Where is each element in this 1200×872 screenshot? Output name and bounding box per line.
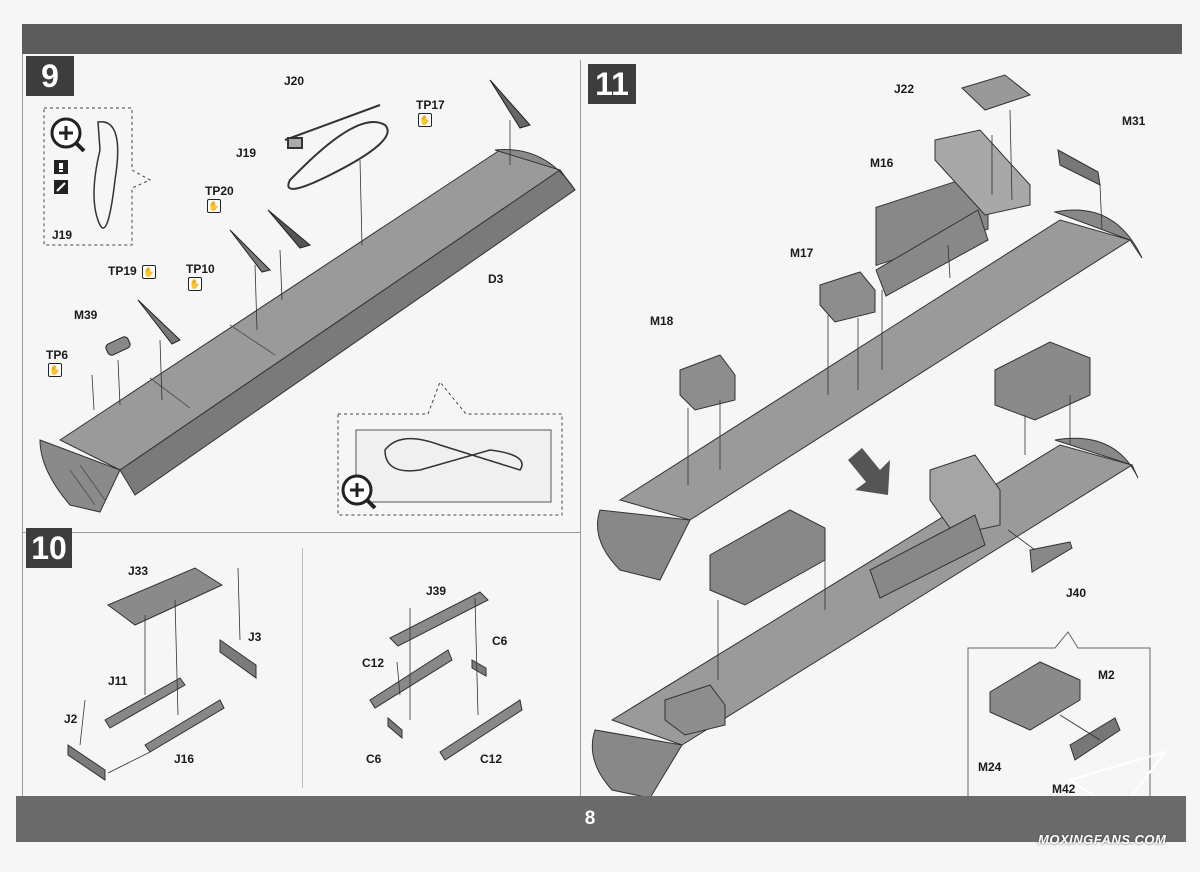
j19-zoom-bubble	[43, 107, 152, 246]
panel-divider-vertical	[580, 60, 581, 796]
label-tp6: TP6✋	[46, 348, 68, 377]
label-m2: M2	[1098, 668, 1115, 682]
panel-divider-horizontal	[22, 532, 580, 533]
glue-tube-icon	[54, 180, 68, 194]
label-m18: M18	[650, 314, 674, 328]
hand-icon: ✋	[48, 362, 62, 377]
label-tp20-text: TP20	[205, 184, 234, 198]
label-m24: M24	[978, 760, 1002, 774]
panel-border-left	[22, 54, 23, 796]
magnifier-plus-icon	[341, 474, 377, 510]
label-tp19-text: TP19	[108, 264, 137, 278]
label-j11: J11	[108, 674, 128, 688]
label-tp17: TP17✋	[416, 98, 445, 127]
hand-icon: ✋	[418, 112, 432, 127]
step10-right-assembly	[369, 591, 523, 761]
label-m39: M39	[74, 308, 98, 322]
step-number-11: 11	[588, 64, 636, 104]
top-header-bar	[22, 24, 1182, 54]
tp19-part	[137, 299, 181, 345]
panel-divider-step10	[302, 548, 303, 788]
tp10-part	[229, 229, 271, 273]
label-m17: M17	[790, 246, 814, 260]
label-j19-zoom: J19	[52, 228, 73, 242]
label-j40: J40	[1066, 586, 1087, 600]
hand-icon: ✋	[207, 198, 221, 213]
label-j22: J22	[894, 82, 915, 96]
label-c6-bottom: C6	[366, 752, 382, 766]
label-c12-left: C12	[362, 656, 385, 670]
label-j33: J33	[128, 564, 149, 578]
label-c6-top: C6	[492, 634, 508, 648]
page-number: 8	[584, 808, 596, 829]
hand-icon: ✋	[188, 276, 202, 291]
step9-base-plate	[39, 149, 576, 513]
label-j20: J20	[284, 74, 305, 88]
step-number-9: 9	[26, 56, 74, 96]
label-tp10: TP10✋	[186, 262, 215, 291]
label-tp20: TP20✋	[205, 184, 234, 213]
tp20-part	[267, 209, 312, 249]
label-m16: M16	[870, 156, 894, 170]
j19-j20-part	[284, 104, 389, 190]
step-number-10: 10	[26, 528, 72, 568]
tp17-part	[489, 79, 531, 129]
bottom-footer-bar	[16, 796, 1186, 842]
label-j3: J3	[248, 630, 262, 644]
step11-upper-base	[597, 74, 1143, 581]
label-tp19: TP19 ✋	[108, 264, 157, 279]
label-j16: J16	[174, 752, 195, 766]
label-m42: M42	[1052, 782, 1076, 796]
exclamation-icon	[54, 160, 68, 174]
m39-part	[105, 336, 131, 356]
label-j2: J2	[64, 712, 78, 726]
label-c12-right: C12	[480, 752, 503, 766]
label-tp10-text: TP10	[186, 262, 215, 276]
label-tp6-text: TP6	[46, 348, 69, 362]
down-arrow-icon	[848, 448, 890, 495]
step10-left-assembly	[67, 567, 257, 781]
label-j19-main: J19	[236, 146, 257, 160]
step11-lower-base	[591, 341, 1139, 799]
m2-m24-detail-bubble	[967, 631, 1151, 803]
hand-icon: ✋	[142, 264, 157, 279]
magnifier-plus-icon	[50, 117, 86, 153]
watermark-text: MOXINGFANS.COM	[1038, 832, 1167, 847]
label-j39: J39	[426, 584, 447, 598]
label-d3: D3	[488, 272, 504, 286]
label-tp17-text: TP17	[416, 98, 445, 112]
label-m31: M31	[1122, 114, 1146, 128]
